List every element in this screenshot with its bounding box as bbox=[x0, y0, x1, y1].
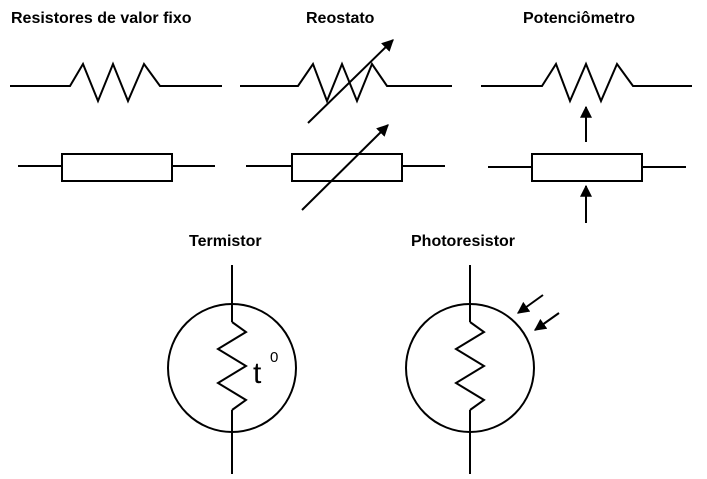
thermistor-symbol: t 0 bbox=[167, 265, 297, 474]
thermistor-label: Termistor bbox=[189, 233, 262, 250]
potentiometer-zigzag-symbol bbox=[481, 61, 692, 142]
fixed-resistor-rect-symbol bbox=[18, 153, 215, 182]
light-arrow-icon bbox=[517, 294, 544, 314]
rheostat-rect-symbol bbox=[246, 124, 445, 211]
light-arrow-icon bbox=[534, 312, 560, 331]
fixed-resistor-label: Resistores de valor fixo bbox=[11, 10, 192, 27]
thermistor-t-symbol: t bbox=[253, 357, 262, 390]
potentiometer-label: Potenciômetro bbox=[523, 10, 636, 27]
potentiometer-rect-symbol bbox=[488, 153, 686, 223]
rheostat-label: Reostato bbox=[306, 10, 375, 27]
rheostat-zigzag-symbol bbox=[240, 39, 452, 124]
fixed-resistor-zigzag-symbol bbox=[10, 61, 222, 104]
rheostat-arrow-icon bbox=[307, 39, 394, 124]
rheostat-arrow-icon bbox=[301, 124, 389, 211]
thermistor-superscript: 0 bbox=[270, 349, 278, 366]
photoresistor-symbol bbox=[405, 265, 560, 474]
photoresistor-label: Photoresistor bbox=[411, 233, 516, 250]
